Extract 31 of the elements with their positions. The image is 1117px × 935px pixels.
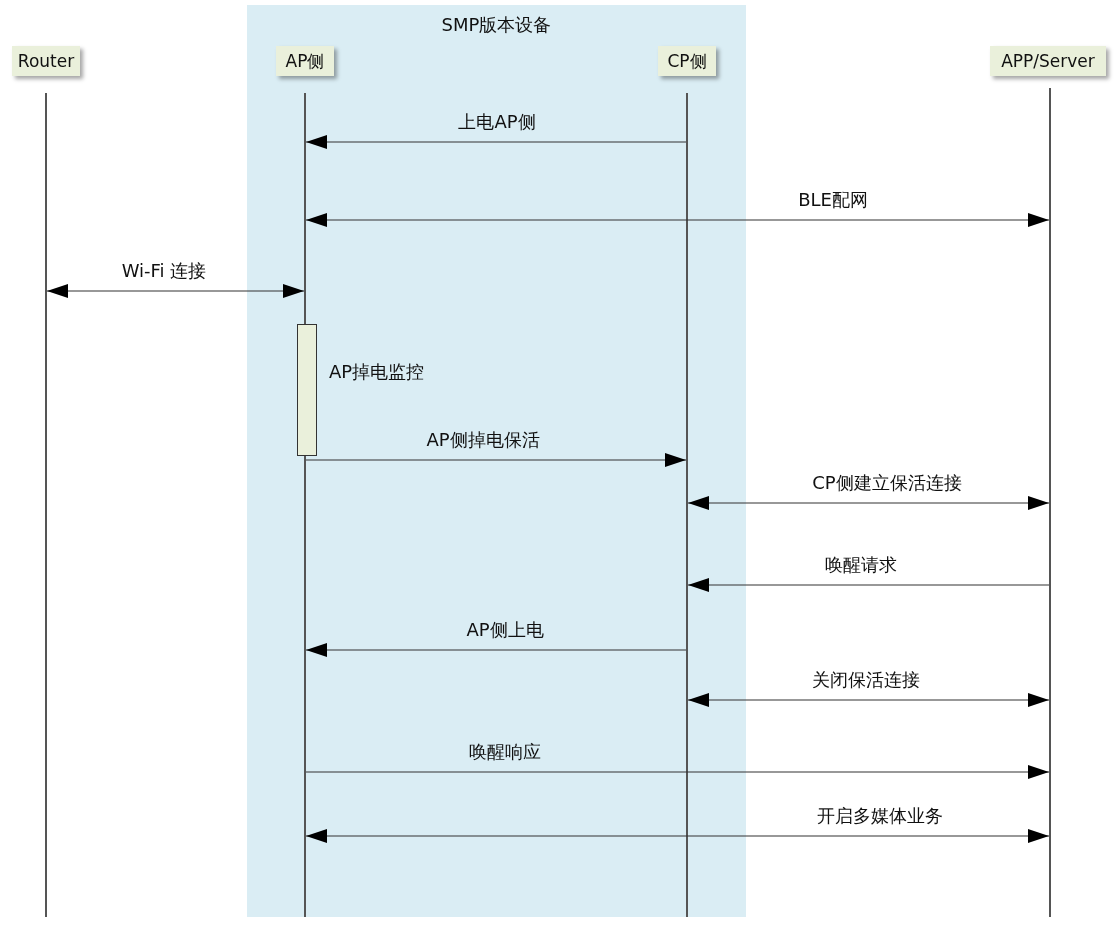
lifeline: [1049, 88, 1051, 917]
lifeline: [686, 93, 688, 917]
participant-box: CP侧: [658, 46, 716, 76]
edge-label: BLE配网: [798, 188, 868, 212]
edge-label: 唤醒请求: [825, 553, 897, 577]
edge-label: Wi-Fi 连接: [121, 259, 207, 283]
message-arrow: [305, 643, 687, 657]
participant-box: AP侧: [276, 46, 334, 76]
message-arrow: [46, 284, 305, 298]
edge-label: AP侧上电: [466, 618, 544, 642]
message-arrow: [305, 829, 1050, 843]
lifeline: [45, 93, 47, 917]
edge-label: CP侧建立保活连接: [812, 471, 962, 495]
edge-label: AP侧掉电保活: [426, 428, 540, 452]
edge-label: 关闭保活连接: [812, 668, 920, 692]
edge-label: 开启多媒体业务: [817, 804, 943, 828]
edge-label: 唤醒响应: [469, 740, 541, 764]
activation-label: AP掉电监控: [329, 360, 425, 384]
activation-bar: [297, 324, 317, 456]
message-arrow: [687, 578, 1050, 592]
participant-box: Router: [12, 46, 80, 76]
message-arrow: [687, 693, 1050, 707]
edge-label: 上电AP侧: [458, 110, 536, 134]
message-arrow: [305, 135, 687, 149]
message-arrow: [305, 453, 687, 467]
message-arrow: [687, 496, 1050, 510]
group-title: SMP版本设备: [440, 13, 553, 37]
message-arrow: [305, 213, 1050, 227]
message-arrow: [305, 765, 1050, 779]
group-band: [247, 5, 746, 917]
participant-box: APP/Server: [990, 46, 1106, 76]
